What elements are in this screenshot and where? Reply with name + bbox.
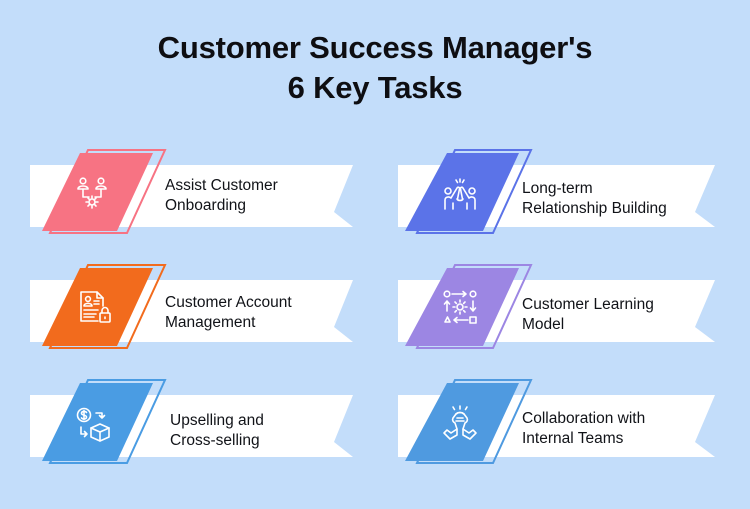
document-lock-icon — [80, 291, 111, 323]
page-title: Customer Success Manager's 6 Key Tasks — [0, 28, 750, 108]
task-label-line-1: Upselling and — [170, 412, 264, 429]
task-label-line-2: Internal Teams — [522, 429, 624, 447]
task-card-learning-model: Customer Learning Model — [398, 264, 728, 355]
task-label-line-1: Customer Account — [165, 294, 292, 311]
tab-fill — [42, 268, 153, 346]
task-label-line-1: Long-term — [522, 180, 593, 197]
title-line-2: 6 Key Tasks — [287, 70, 463, 105]
task-card-relationship-building: Long-term Relationship Building — [398, 149, 728, 240]
task-card-assist-onboarding: Assist Customer Onboarding — [30, 149, 360, 240]
task-label-line-1: Assist Customer — [165, 177, 278, 194]
task-label: Upselling and Cross-selling — [170, 411, 264, 450]
tab-fill — [405, 383, 519, 461]
task-label-line-2: Cross-selling — [170, 431, 260, 449]
task-label: Collaboration with Internal Teams — [522, 409, 645, 448]
process-gear-icon — [443, 290, 477, 324]
card-shape — [30, 264, 353, 349]
task-label: Customer Learning Model — [522, 295, 654, 334]
tab-fill — [42, 153, 153, 231]
task-card-collaboration: Collaboration with Internal Teams — [398, 379, 728, 470]
users-gear-icon — [77, 177, 107, 209]
title-line-1: Customer Success Manager's — [157, 30, 593, 65]
card-shape — [398, 149, 715, 234]
task-label-line-2: Onboarding — [165, 196, 247, 214]
tab-fill — [405, 268, 519, 346]
high-five-icon — [444, 178, 476, 210]
handshake-icon — [443, 405, 477, 440]
tab-fill — [405, 153, 519, 231]
card-shape — [398, 264, 715, 349]
task-label-line-2: Model — [522, 315, 565, 333]
task-label: Customer Account Management — [165, 293, 292, 332]
tab-fill — [42, 383, 153, 461]
task-card-account-management: Customer Account Management — [30, 264, 360, 355]
task-label-line-2: Management — [165, 313, 256, 331]
task-label-line-1: Collaboration with — [522, 410, 646, 427]
task-label-line-1: Customer Learning — [522, 296, 654, 313]
task-label: Assist Customer Onboarding — [165, 176, 278, 215]
card-shape — [30, 149, 353, 234]
card-shape — [398, 379, 715, 464]
task-label: Long-term Relationship Building — [522, 179, 667, 218]
dollar-box-exchange-icon — [76, 407, 110, 442]
task-label-line-2: Relationship Building — [522, 199, 667, 217]
card-shape — [30, 379, 353, 464]
task-card-upselling: Upselling and Cross-selling — [30, 379, 360, 470]
